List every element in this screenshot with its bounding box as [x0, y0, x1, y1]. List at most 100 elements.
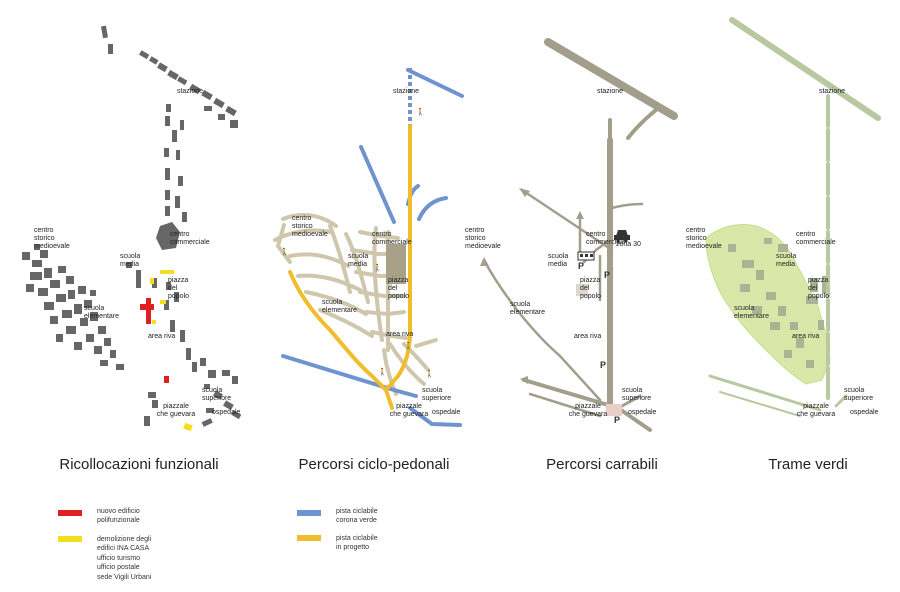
car-icon [614, 230, 630, 243]
legend-swatch-cycle-project [297, 535, 321, 541]
place-label-centro-storico: centro [292, 215, 312, 222]
legend-text: corona verde [336, 517, 377, 524]
place-label-scuola-superiore: superiore [844, 395, 873, 402]
legend-text: sede Vigili Urbani [97, 574, 152, 581]
arrow-icon [576, 211, 584, 219]
road-arrows [480, 188, 584, 384]
place-label-piazza: popolo [168, 293, 189, 300]
place-label-ospedale: ospedale [432, 409, 461, 416]
place-label-centro-storico: storico [465, 235, 486, 242]
pedestrian-icon: 🚶 [378, 367, 387, 376]
labels-layer: stazionecentrostoricomedioevalecentrocom… [34, 88, 879, 425]
place-label-stazione: stazione [819, 88, 845, 95]
legend-text: pista ciclabile [336, 535, 378, 542]
place-label-scuola-media: scuola [776, 253, 796, 260]
place-label-scuola-superiore: scuola [844, 387, 864, 394]
place-label-centro-storico: storico [686, 235, 707, 242]
place-label-ospedale: ospedale [628, 409, 657, 416]
place-label-centro-storico: storico [34, 235, 55, 242]
new-building-markers [140, 298, 169, 383]
green-buildings [728, 238, 826, 368]
place-label-centro-storico: medioevale [34, 243, 70, 250]
building-footprints [22, 25, 242, 427]
place-label-centro-storico: medioevale [292, 231, 328, 238]
place-label-piazzale: che guevara [390, 411, 429, 418]
panel-title: Trame verdi [768, 456, 847, 473]
panel-title: Percorsi carrabili [546, 456, 658, 473]
place-label-centro-commerciale: centro [170, 231, 190, 238]
place-label-stazione: stazione [393, 88, 419, 95]
place-label-centro-commerciale: commerciale [796, 239, 836, 246]
place-label-centro-commerciale: commerciale [586, 239, 626, 246]
place-label-centro-storico: medioevale [686, 243, 722, 250]
place-label-scuola-superiore: scuola [622, 387, 642, 394]
roads [482, 38, 678, 432]
place-label-piazza: del [168, 285, 178, 292]
place-label-scuola-elementare: elementare [734, 313, 769, 320]
place-label-centro-commerciale: centro [796, 231, 816, 238]
place-label-piazzale: piazzale [575, 403, 601, 410]
place-label-ospedale: ospedale [850, 409, 879, 416]
pedestrian-icons: 🚶 🚶 🚶 🚶 🚶 🚶 [280, 107, 434, 378]
piazzale-block [606, 404, 622, 416]
place-label-scuola-elementare: scuola [734, 305, 754, 312]
place-label-piazzale: che guevara [797, 411, 836, 418]
place-label-area-riva: area riva [148, 333, 175, 340]
place-label-scuola-media: scuola [348, 253, 368, 260]
panel-ciclo-pedonali: 🚶 🚶 🚶 🚶 🚶 🚶 [273, 68, 464, 427]
pedestrian-icon: 🚶 [280, 247, 289, 256]
place-label-centro-commerciale: commerciale [170, 239, 210, 246]
legend-swatch-new-building [58, 510, 82, 516]
place-label-centro-storico: medioevale [465, 243, 501, 250]
legend-text: demolizione degli [97, 536, 152, 543]
legend-text: polifunzionale [97, 517, 140, 524]
legend-text: ufficio turismo [97, 555, 140, 562]
place-label-scuola-media: media [776, 261, 795, 268]
place-label-piazzale: piazzale [396, 403, 422, 410]
arrow-icon [520, 376, 528, 384]
place-label-centro-commerciale: commerciale [372, 239, 412, 246]
place-label-scuola-media: media [548, 261, 567, 268]
parking-icon: P [600, 360, 606, 370]
place-label-scuola-superiore: scuola [422, 387, 442, 394]
place-label-scuola-media: media [120, 261, 139, 268]
place-label-scuola-elementare: elementare [84, 313, 119, 320]
parking-icon: P [604, 270, 610, 280]
place-label-area-riva: area riva [792, 333, 819, 340]
piazza-block [386, 244, 406, 284]
place-label-piazzale: piazzale [163, 403, 189, 410]
legend-text: pista ciclabile [336, 508, 378, 515]
place-label-piazza: piazza [580, 277, 600, 284]
place-label-scuola-elementare: scuola [84, 305, 104, 312]
place-label-zona30: zona 30 [616, 241, 641, 248]
place-label-scuola-elementare: scuola [322, 299, 342, 306]
place-label-piazzale: piazzale [803, 403, 829, 410]
place-label-stazione: stazione [177, 88, 203, 95]
place-label-centro-storico: centro [686, 227, 706, 234]
place-label-centro-storico: centro [34, 227, 54, 234]
legend-swatch-cycle-existing [297, 510, 321, 516]
place-label-piazza: piazza [808, 277, 828, 284]
demolition-markers [150, 270, 193, 432]
place-label-scuola-media: scuola [120, 253, 140, 260]
place-label-scuola-elementare: elementare [322, 307, 357, 314]
place-label-scuola-superiore: scuola [202, 387, 222, 394]
place-label-centro-storico: storico [292, 223, 313, 230]
pedestrian-icon: 🚶 [373, 263, 382, 272]
legend-text: in progetto [336, 544, 369, 551]
bus-icon [577, 251, 595, 261]
legend-text: nuovo edificio [97, 508, 140, 515]
legend: nuovo edificio polifunzionale demolizion… [58, 508, 378, 581]
place-label-piazza: del [388, 285, 398, 292]
place-label-scuola-superiore: superiore [622, 395, 651, 402]
legend-swatch-demolition [58, 536, 82, 542]
place-label-piazza: piazza [388, 277, 408, 284]
place-label-area-riva: area riva [574, 333, 601, 340]
place-label-piazza: popolo [808, 293, 829, 300]
place-label-piazza: del [808, 285, 818, 292]
panel-title: Ricollocazioni funzionali [59, 456, 218, 473]
pedestrian-icon: 🚶 [416, 107, 425, 116]
pedestrian-icon: 🚶 [425, 369, 434, 378]
cycle-existing [281, 68, 464, 427]
